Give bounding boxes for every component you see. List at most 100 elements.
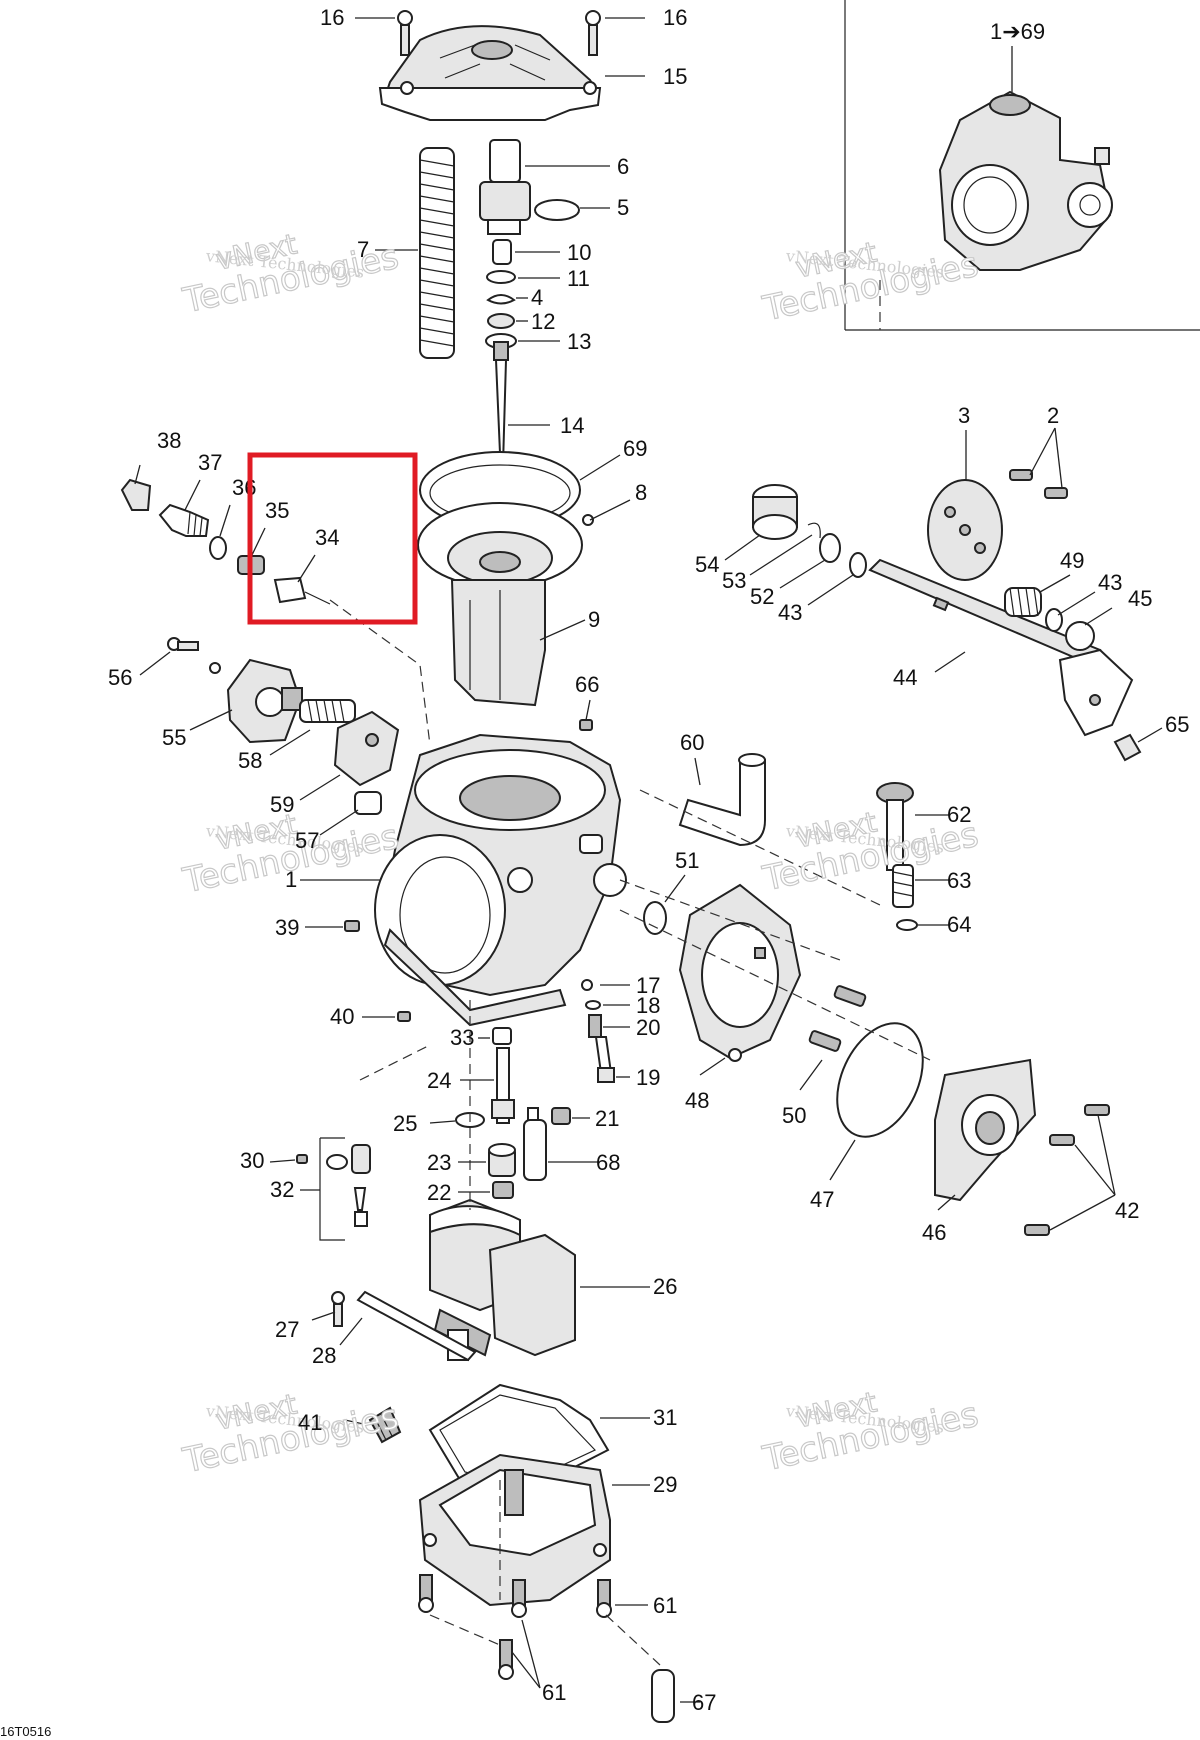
screws-42 xyxy=(1024,1104,1110,1236)
label-21: 21 xyxy=(595,1106,619,1131)
label-49: 49 xyxy=(1060,548,1084,573)
label-62: 62 xyxy=(947,802,971,827)
spring-49 xyxy=(1004,587,1042,617)
cap-65 xyxy=(1113,733,1142,762)
screw-62 xyxy=(876,782,914,871)
bushing-54 xyxy=(752,484,798,540)
label-61: 61 xyxy=(653,1593,677,1618)
inset-label: 1➔69 xyxy=(990,19,1045,44)
fitting-38 xyxy=(120,478,152,511)
label-69: 69 xyxy=(623,436,647,461)
label-31: 31 xyxy=(653,1405,677,1430)
throttle-slide-9 xyxy=(450,579,546,707)
drain-plug-67 xyxy=(651,1669,675,1723)
label-15: 15 xyxy=(663,64,687,89)
label-14: 14 xyxy=(560,413,584,438)
label-20: 20 xyxy=(636,1015,660,1040)
label-7: 7 xyxy=(357,237,369,262)
label-25: 25 xyxy=(393,1111,417,1136)
svg-text:vNext: vNext xyxy=(213,807,300,856)
screw-30 xyxy=(296,1154,308,1164)
figure-code: 16T0516 xyxy=(0,1724,51,1739)
float-valve-32 xyxy=(319,1137,371,1241)
label-4: 4 xyxy=(531,285,543,310)
cover-48 xyxy=(678,883,802,1062)
leader-lines xyxy=(134,17,1163,1703)
label-63: 63 xyxy=(947,868,971,893)
float-bowl-29 xyxy=(418,1453,611,1607)
label-52: 52 xyxy=(750,584,774,609)
main-jet-22 xyxy=(492,1181,514,1199)
screw-39 xyxy=(344,920,360,932)
label-44: 44 xyxy=(893,665,917,690)
label-67: 67 xyxy=(692,1690,716,1715)
needle-jet-24 xyxy=(491,1027,515,1124)
label-12: 12 xyxy=(531,309,555,334)
label-1: 1 xyxy=(285,867,297,892)
screw-40 xyxy=(397,1011,411,1022)
clip-53 xyxy=(807,522,821,539)
label-9: 9 xyxy=(588,607,600,632)
label-11: 11 xyxy=(567,266,590,291)
label-13: 13 xyxy=(567,329,591,354)
callout-labels: 16 16 15 6 5 7 10 11 4 12 13 14 69 8 9 3… xyxy=(108,5,1189,1715)
pilot-jet-68 xyxy=(523,1107,547,1181)
seal-52 xyxy=(819,533,841,563)
label-8: 8 xyxy=(635,480,647,505)
label-24: 24 xyxy=(427,1068,451,1093)
label-2: 2 xyxy=(1047,403,1059,428)
label-26: 26 xyxy=(653,1274,677,1299)
label-54: 54 xyxy=(695,552,719,577)
label-28: 28 xyxy=(312,1343,336,1368)
diaphragm-8 xyxy=(417,502,594,588)
label-56: 56 xyxy=(108,665,132,690)
label-64: 64 xyxy=(947,912,971,937)
label-23: 23 xyxy=(427,1150,451,1175)
spring-63 xyxy=(892,864,914,908)
label-18: 18 xyxy=(636,993,660,1018)
spring-41 xyxy=(368,1406,402,1444)
screw-66 xyxy=(579,719,593,731)
label-37: 37 xyxy=(198,450,222,475)
label-43: 43 xyxy=(1098,570,1122,595)
label-50: 50 xyxy=(782,1103,806,1128)
assembly-inset: 1➔69 xyxy=(844,0,1200,331)
bushing-45 xyxy=(1065,621,1095,651)
choke-body-55 xyxy=(226,658,303,744)
label-6: 6 xyxy=(617,154,629,179)
o-ring-36 xyxy=(209,536,227,560)
carburetor-body-1 xyxy=(374,733,627,1027)
hose-60 xyxy=(678,753,766,847)
highlight-box xyxy=(247,452,418,625)
label-39: 39 xyxy=(275,915,299,940)
label-53: 53 xyxy=(722,568,746,593)
o-ring-5 xyxy=(534,199,580,221)
o-ring-51 xyxy=(643,901,667,935)
float-pin-28 xyxy=(356,1290,477,1362)
label-66: 66 xyxy=(575,672,599,697)
label-48: 48 xyxy=(685,1088,709,1113)
screws-61 xyxy=(418,1574,612,1680)
holder-23 xyxy=(488,1143,516,1177)
label-41: 41 xyxy=(298,1410,322,1435)
label-42: 42 xyxy=(1115,1198,1139,1223)
washer-43a xyxy=(849,552,867,578)
screws-2 xyxy=(1009,469,1068,499)
label-47: 47 xyxy=(810,1187,834,1212)
gasket-47 xyxy=(836,1022,924,1138)
idle-screw-stack xyxy=(581,979,615,1083)
needle-clip-stack xyxy=(485,239,517,361)
spring-7 xyxy=(419,147,455,359)
label-27: 27 xyxy=(275,1317,299,1342)
bushing-57 xyxy=(354,791,382,815)
label-45: 45 xyxy=(1128,586,1152,611)
plate-59 xyxy=(333,710,400,787)
label-16: 16 xyxy=(320,5,344,30)
label-68: 68 xyxy=(596,1150,620,1175)
label-35: 35 xyxy=(265,498,289,523)
label-40: 40 xyxy=(330,1004,354,1029)
cover-46 xyxy=(934,1058,1037,1202)
throttle-shaft-44 xyxy=(868,558,1134,737)
screw-upper-cover xyxy=(833,985,867,1007)
label-38: 38 xyxy=(157,428,181,453)
